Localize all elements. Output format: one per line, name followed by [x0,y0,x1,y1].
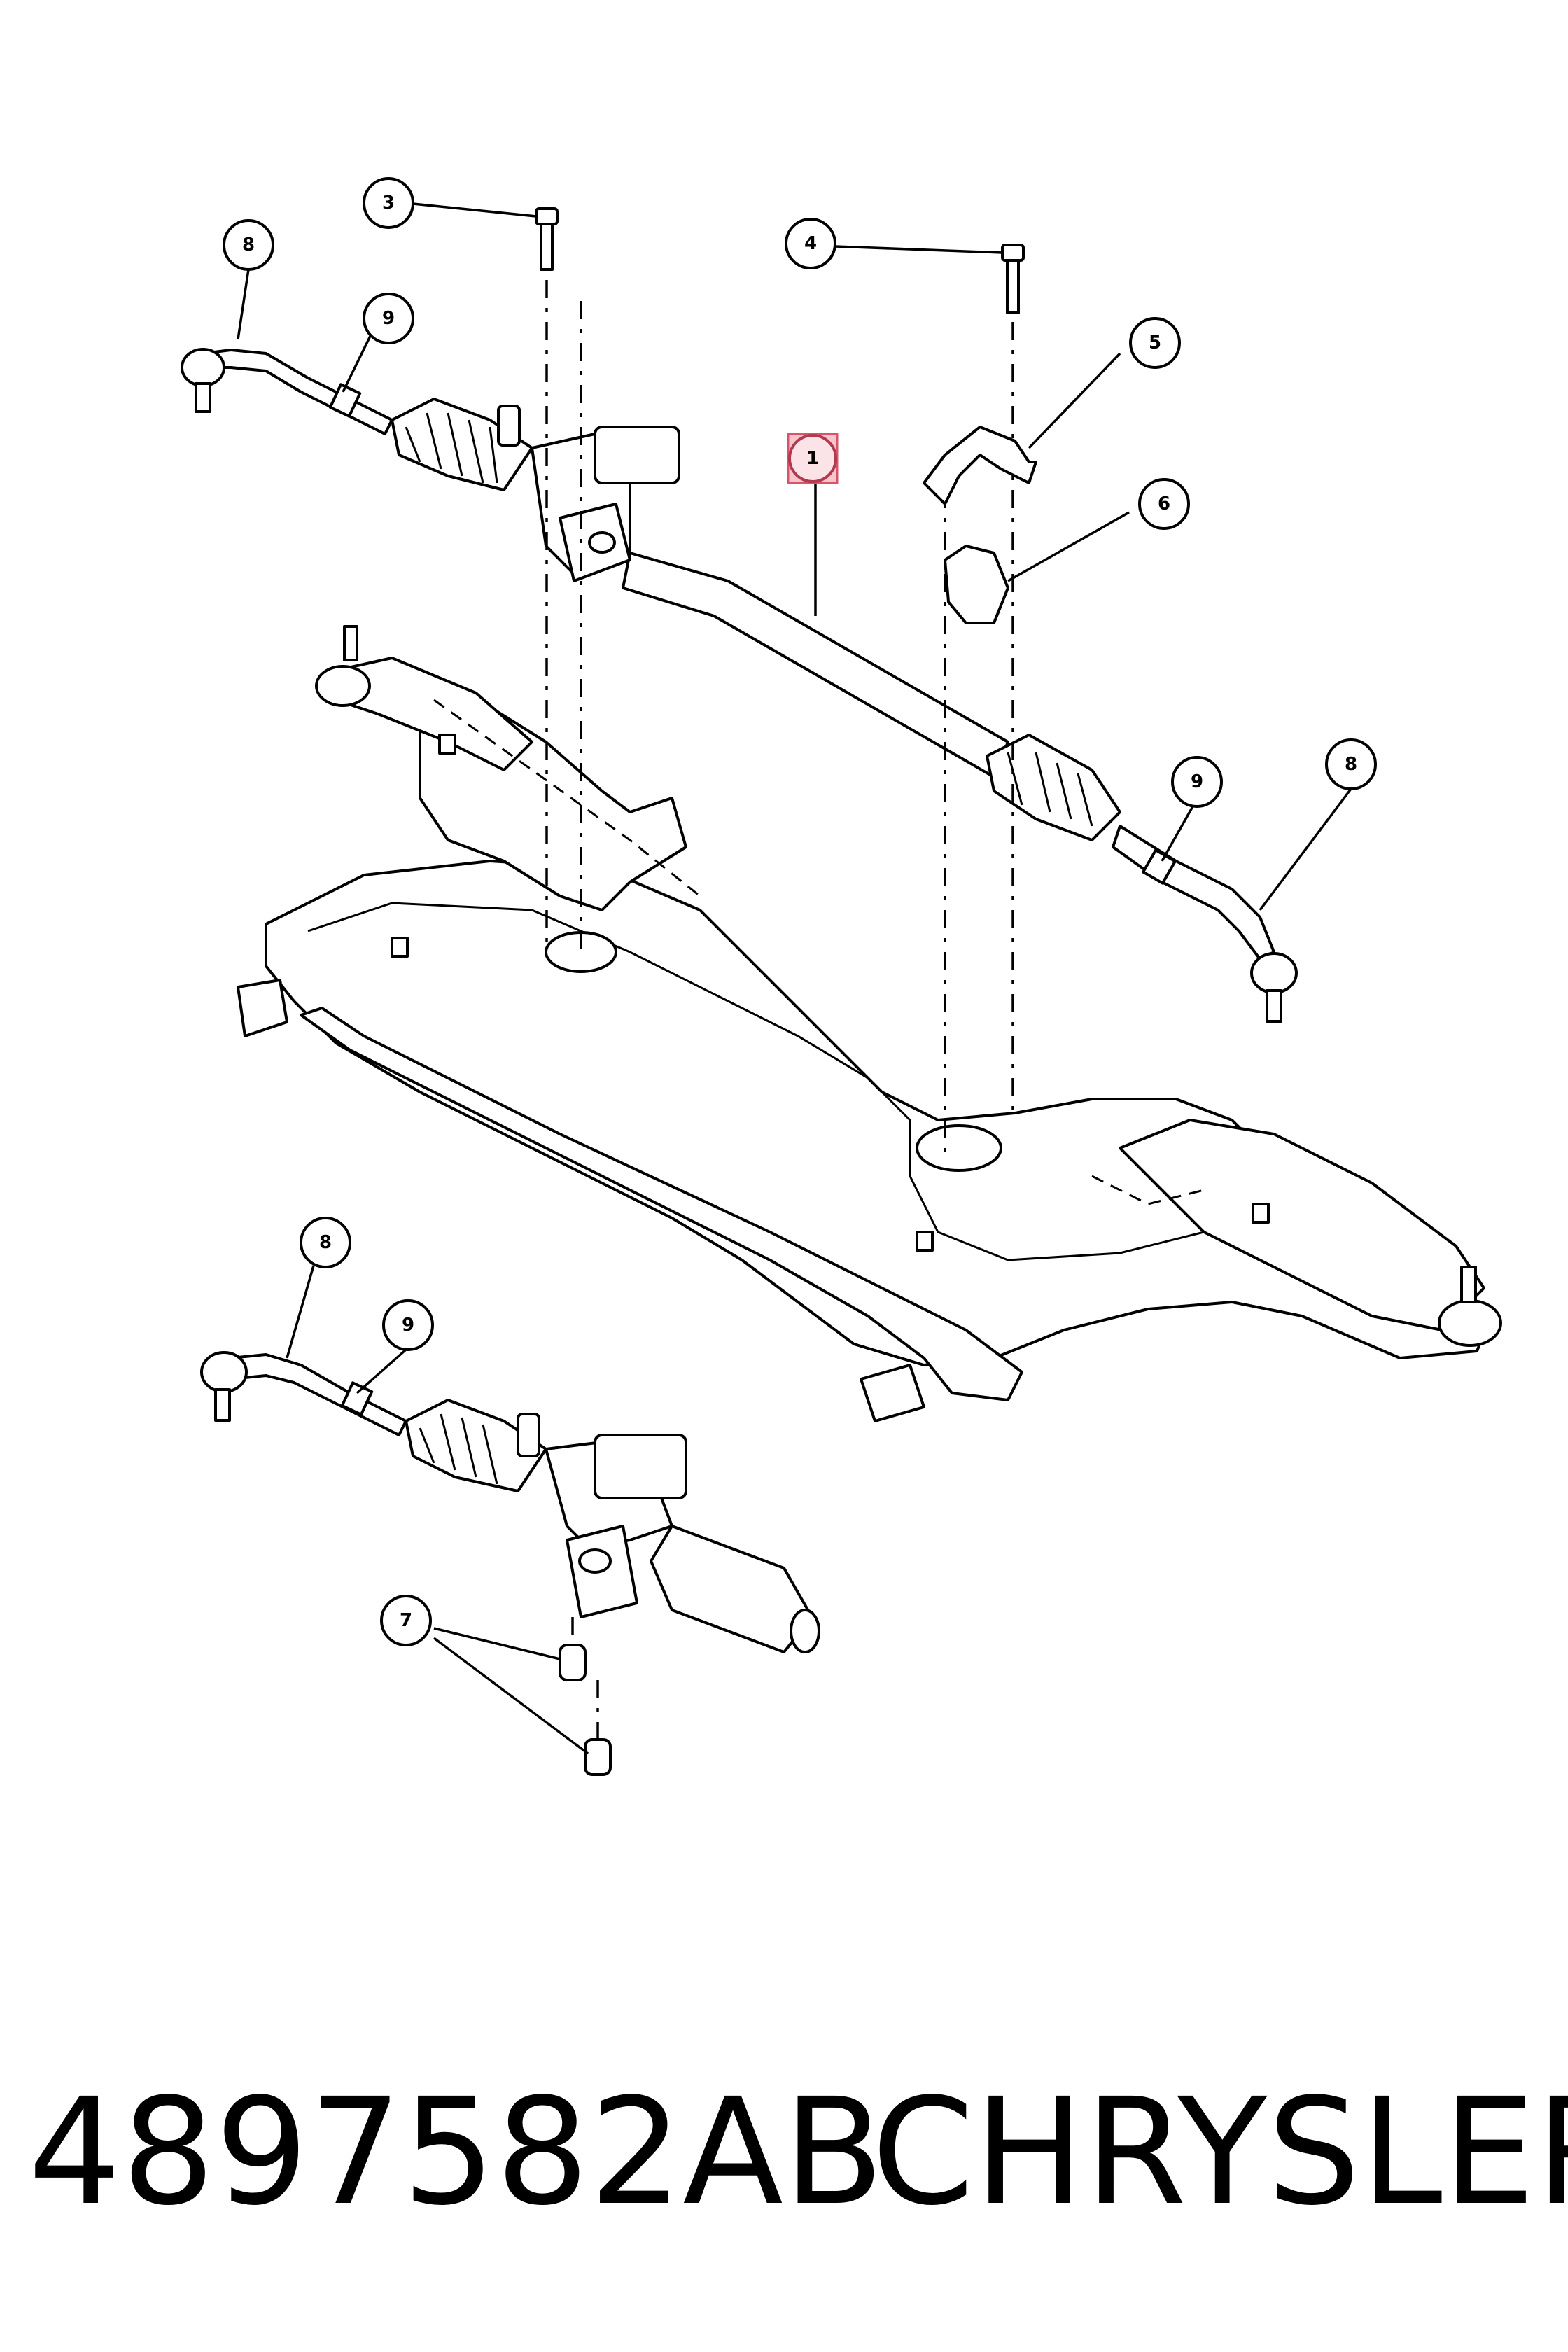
callout-1-label: 1 [806,448,819,469]
callout-8-right-label: 8 [1345,754,1357,775]
callout-7: 7 [380,1595,432,1646]
callout-5-label: 5 [1149,332,1161,354]
callout-7-label: 7 [400,1610,412,1631]
callout-9-right: 9 [1171,756,1223,808]
callout-8-top-left-label: 8 [242,234,255,255]
callout-9-right-label: 9 [1191,771,1203,792]
callout-8-top-left: 8 [223,219,274,271]
callout-5: 5 [1129,317,1181,369]
callout-4: 4 [785,218,836,270]
callout-3-label: 3 [382,192,395,214]
callout-9-lower: 9 [382,1299,434,1351]
part-caption: 4897582AB CHRYSLER [0,2072,1568,2233]
detail-view-gear-isolators [200,1351,820,1776]
callout-8-right: 8 [1325,738,1377,790]
leader-lines [237,202,1352,1755]
callout-3: 3 [363,177,414,229]
callout-6-label: 6 [1158,493,1170,514]
callout-1-highlighted: 1 [787,433,839,484]
callout-9-lower-label: 9 [402,1315,414,1336]
callout-4-label: 4 [804,233,817,254]
steering-gear-assembly [181,348,1298,1023]
brand-name: CHRYSLER [872,2066,1568,2238]
callout-8-lower-label: 8 [319,1232,332,1253]
callout-9-top-left-label: 9 [382,308,395,329]
callout-9-top-left: 9 [363,293,414,344]
callout-6: 6 [1138,478,1190,530]
mounting-hardware [535,207,1037,1155]
front-crossmember [237,625,1502,1422]
callout-8-lower: 8 [300,1217,351,1268]
part-number: 4897582AB [28,2066,884,2238]
